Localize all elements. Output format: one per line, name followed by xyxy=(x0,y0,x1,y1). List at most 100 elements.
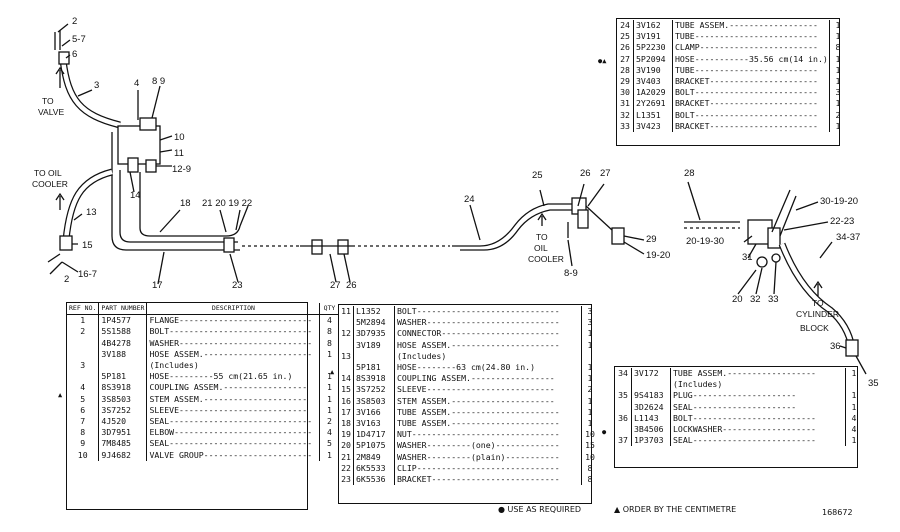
callout-top-left-12: 13 xyxy=(86,207,97,218)
cell-qty: 2 xyxy=(587,384,593,395)
cell-part: 3V188 xyxy=(98,348,148,361)
callout-top-left-13: 15 xyxy=(82,240,93,251)
flow-label-to-oil-cooler-mid-2: COOLER xyxy=(528,254,564,264)
cell-ref: 19 xyxy=(339,429,354,441)
cell-desc: BRACKET---------------------- xyxy=(672,76,830,88)
callout-top-left-15: 2 xyxy=(64,274,69,285)
cell-qty: 1 xyxy=(326,393,332,404)
callout-right-10: 35 xyxy=(868,378,879,389)
cell-desc: ELBOW---------------------------- xyxy=(146,427,321,439)
cell-desc: TUBE ASSEM.------------------ xyxy=(672,20,830,32)
cell-part: 3S7252 xyxy=(353,384,395,396)
cell-ref: 10 xyxy=(67,449,100,461)
cell-qty: 1 xyxy=(587,395,593,406)
cell-desc: SLEEVE-------------------------- xyxy=(394,384,582,396)
cell-ref: 27 xyxy=(617,53,634,65)
cell-qty: 5 xyxy=(326,438,332,449)
cell-qty: 1 xyxy=(326,382,332,393)
cell-part: L1143 xyxy=(631,412,671,425)
bolt-32 xyxy=(756,256,768,268)
cell-qty: 4 xyxy=(326,315,332,326)
callout-middle-4: 26 xyxy=(580,168,591,179)
triangle-bullet-icon: ▲ xyxy=(614,505,621,514)
clamp-27-mid xyxy=(311,239,323,255)
clamp-26-right xyxy=(577,209,589,229)
cell-part: 4J520 xyxy=(98,416,148,428)
cell-part xyxy=(98,360,148,372)
callout-top-left-9: 14 xyxy=(130,190,141,201)
cell-part: 3D2624 xyxy=(631,401,671,413)
cell-ref xyxy=(339,362,354,374)
cell-part: 5P2230 xyxy=(633,42,673,54)
cell-desc: HOSE ASSEM.---------------------- xyxy=(394,339,582,351)
callout-top-left-2: 6 xyxy=(72,49,77,60)
cell-qty: 1 xyxy=(835,76,841,87)
flow-label-to-oil-cooler-mid-0: TO xyxy=(536,232,548,242)
footnote-use-as-required-text: USE AS REQUIRED xyxy=(507,505,582,514)
cell-qty: 10 xyxy=(585,451,595,462)
cell-qty: 3 xyxy=(835,87,841,98)
cell-part: 5P2094 xyxy=(633,53,673,65)
callout-right-3: 20-19-30 xyxy=(686,236,724,247)
cell-desc: COUPLING ASSEM.----------------- xyxy=(394,373,582,385)
cell-ref: 14 xyxy=(339,373,354,385)
cell-qty: 1 xyxy=(326,348,332,359)
callout-top-left-14: 16-7 xyxy=(78,269,97,280)
cell-part: 3V172 xyxy=(631,368,671,380)
callout-top-left-17: 23 xyxy=(232,280,243,291)
callout-top-left-11: 21 20 19 22 xyxy=(202,198,252,209)
flow-label-to-cylinder-block-1: CYLINDER xyxy=(796,309,839,319)
flow-label-to-valve-1: VALVE xyxy=(38,107,64,117)
cell-desc: WASHER--------------------------- xyxy=(146,337,321,349)
cell-part xyxy=(631,379,671,391)
cell-qty: 1 xyxy=(835,31,841,42)
callout-middle-1: 26 xyxy=(346,280,357,291)
cell-qty: 4 xyxy=(851,412,857,423)
cell-desc: HOSE--------63 cm(24.80 in.) xyxy=(394,362,582,374)
cell-qty: 1 xyxy=(326,404,332,415)
cell-qty: 1 xyxy=(326,449,332,460)
valve-group-10 xyxy=(117,125,161,165)
cell-part: 1D4717 xyxy=(353,429,395,441)
seal-35 xyxy=(845,339,859,357)
cell-desc: CLAMP------------------------ xyxy=(672,42,830,54)
cell-ref: 32 xyxy=(617,109,634,121)
cell-ref: 9 xyxy=(67,438,100,450)
callout-right-2: 22-23 xyxy=(830,216,854,227)
cell-desc: LOCKWASHER------------------- xyxy=(670,424,846,436)
footnote-use-as-required: ● USE AS REQUIRED xyxy=(498,505,581,514)
cell-ref: 36 xyxy=(615,412,632,425)
bracket-23 xyxy=(223,237,235,253)
use-as-required-marker-row27: ●▲ xyxy=(598,57,607,65)
cell-qty: 8 xyxy=(587,474,593,485)
cell-qty: 1 xyxy=(326,371,332,382)
flow-label-to-cylinder-block-0: TO xyxy=(812,298,824,308)
cell-part: 3S7252 xyxy=(98,404,148,417)
cell-qty: 8 xyxy=(326,337,332,348)
cell-part: 9J4682 xyxy=(98,449,148,461)
cell-ref: 34 xyxy=(615,368,632,380)
cell-desc: CLIP----------------------------- xyxy=(394,462,582,475)
cell-part: L1352 xyxy=(353,306,395,318)
header-part-number: PART NUMBER xyxy=(98,303,148,316)
